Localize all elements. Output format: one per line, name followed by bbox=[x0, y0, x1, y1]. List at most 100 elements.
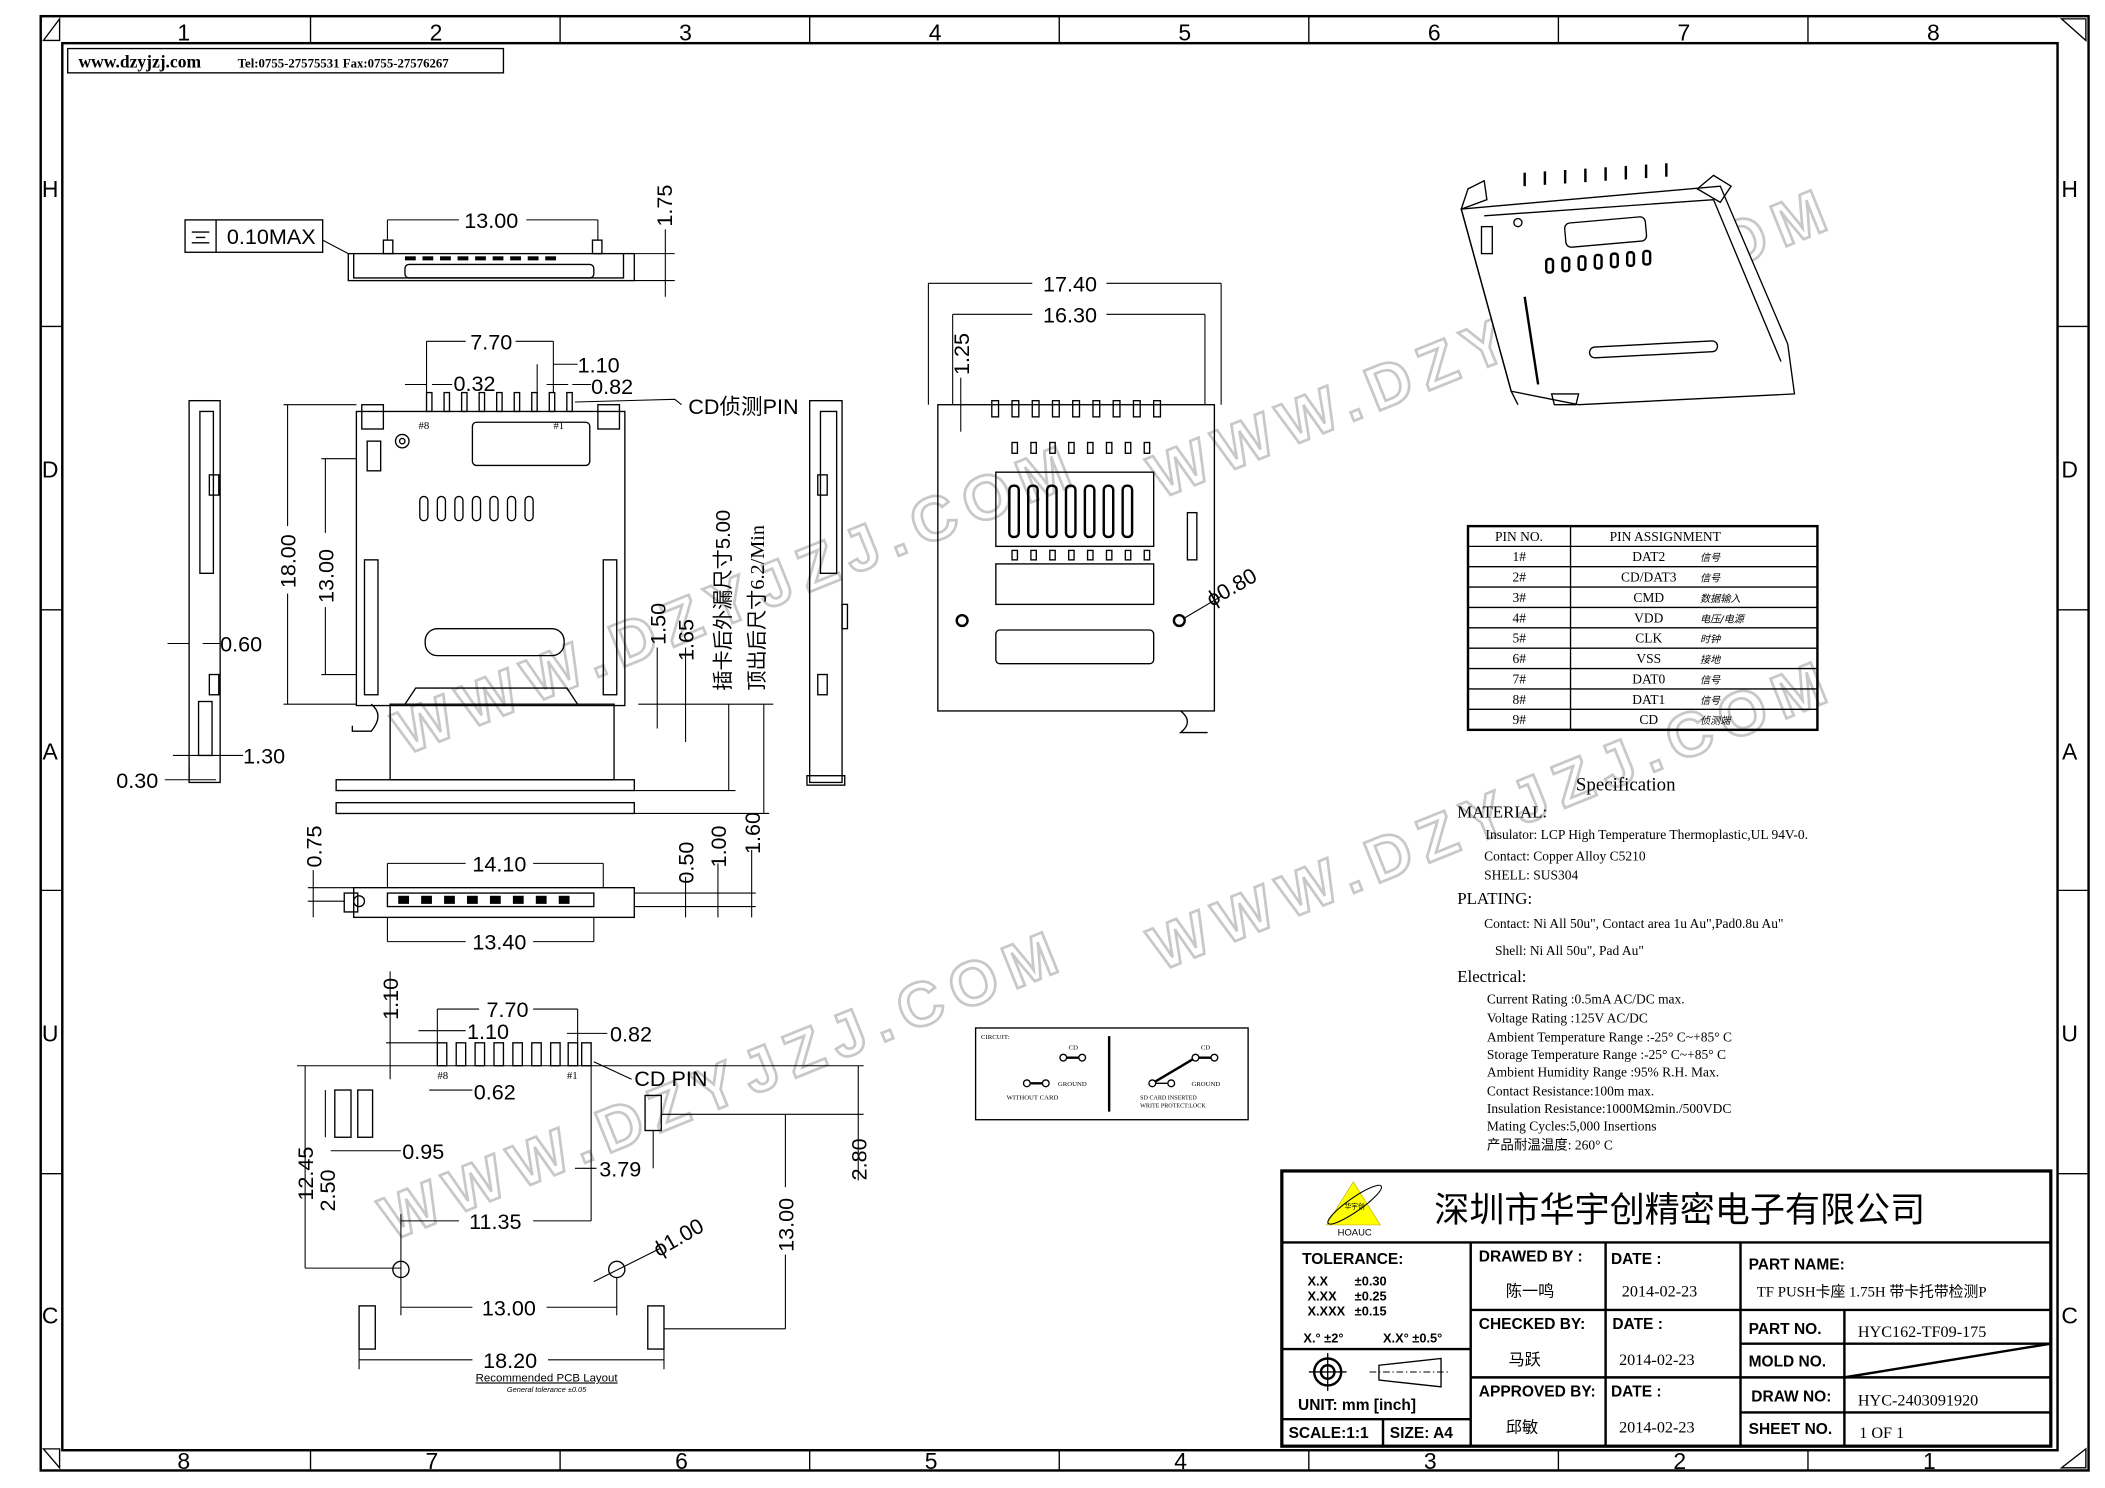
pcb-tolerance-note: General tolerance ±0.05 bbox=[507, 1385, 587, 1394]
pcb-dim-082: 0.82 bbox=[610, 1021, 652, 1046]
website-text: www.dzyjzj.com bbox=[78, 51, 201, 71]
logo-en: HOAUC bbox=[1338, 1228, 1372, 1239]
pin-description: 信号 bbox=[1700, 573, 1721, 585]
eject-note: 顶出后尺寸6.2/Min bbox=[746, 525, 769, 691]
checked-by-label: CHECKED BY: bbox=[1479, 1316, 1586, 1333]
dim-underside-1630: 16.30 bbox=[1043, 302, 1097, 327]
pin-number: 4# bbox=[1513, 610, 1527, 625]
bottom-view: 14.10 13.40 0.75 0.50 1.00 1.60 bbox=[301, 812, 764, 955]
dim-top-width: 13.00 bbox=[464, 208, 518, 233]
circuit-cd-left: CD bbox=[1069, 1045, 1078, 1052]
ruler-left-a: A bbox=[43, 739, 59, 765]
spec-insulator: Insulator: LCP High Temperature Thermopl… bbox=[1486, 827, 1809, 842]
front-view: #8 #1 7.70 0.32 1.10 0.82 CD侦测PIN 18.00 … bbox=[276, 329, 799, 815]
front-pins bbox=[425, 391, 573, 413]
dim-underside-1740: 17.40 bbox=[1043, 271, 1097, 296]
pcb-pin1-label: #1 bbox=[567, 1070, 578, 1082]
logo-cn: 华宇创 bbox=[1345, 1202, 1365, 1211]
ruler-bottom-7: 7 bbox=[426, 1448, 439, 1474]
dim-165: 1.65 bbox=[674, 619, 699, 661]
ruler-bottom-2: 2 bbox=[1673, 1448, 1686, 1474]
sheet-no-label: SHEET NO. bbox=[1749, 1421, 1833, 1438]
contact-text: Tel:0755-27575531 Fax:0755-27576267 bbox=[238, 56, 450, 70]
pcb-dim-110v: 1.10 bbox=[378, 978, 403, 1020]
date-label: DATE : bbox=[1611, 1383, 1662, 1400]
circuit-cd-right: CD bbox=[1201, 1045, 1210, 1052]
tol-angle-2: X.X° ±0.5° bbox=[1383, 1330, 1442, 1345]
dim-underside-hole: ϕ0.80 bbox=[1202, 563, 1261, 612]
tol-key: X.X bbox=[1307, 1274, 1328, 1289]
spec-plating-shell: Shell: Ni All 50u", Pad Au" bbox=[1495, 943, 1644, 958]
dim-bottom-1340: 13.40 bbox=[472, 930, 526, 955]
pin-signal: DAT2 bbox=[1632, 549, 1665, 564]
pin-description: 信号 bbox=[1700, 674, 1721, 686]
right-side-view bbox=[806, 399, 849, 786]
circuit-diagram: CIRCUIT: CD GROUND WITHOUT CARD CD GROUN… bbox=[974, 1027, 1249, 1121]
spec-shell: SHELL: SUS304 bbox=[1484, 868, 1578, 883]
pin-table-header-assignment: PIN ASSIGNMENT bbox=[1610, 529, 1722, 544]
ruler-bottom-5: 5 bbox=[925, 1448, 938, 1474]
underside-body bbox=[937, 404, 1216, 712]
approved-by-label: APPROVED BY: bbox=[1479, 1383, 1596, 1400]
tol-value: ±0.30 bbox=[1355, 1274, 1387, 1289]
pcb-dim-1135: 11.35 bbox=[469, 1209, 521, 1234]
top-view-pins bbox=[404, 256, 557, 261]
spec-electrical-item: Contact Resistance:100m max. bbox=[1487, 1083, 1654, 1098]
spec-electrical-item: Storage Temperature Range :-25° C~+85° C bbox=[1487, 1047, 1726, 1062]
drawed-by-label: DRAWED BY : bbox=[1479, 1248, 1583, 1265]
insert-exposed-note: 插卡后外漏尺寸5.00 bbox=[712, 510, 735, 691]
ruler-right-h: H bbox=[2061, 176, 2078, 202]
pin-signal: CD/DAT3 bbox=[1621, 570, 1677, 585]
tolerance-label: TOLERANCE: bbox=[1302, 1251, 1403, 1268]
dim-pitch-total: 7.70 bbox=[470, 329, 512, 354]
company-logo: 华宇创 HOAUC bbox=[1325, 1181, 1383, 1239]
dim-top-height: 1.75 bbox=[652, 185, 677, 227]
tol-key: X.XX bbox=[1307, 1288, 1337, 1303]
pin-number: 8# bbox=[1513, 692, 1527, 707]
circuit-ground-right: GROUND bbox=[1191, 1081, 1220, 1088]
date-label: DATE : bbox=[1611, 1251, 1662, 1268]
checked-date: 2014-02-23 bbox=[1619, 1352, 1694, 1369]
pin-signal: CD bbox=[1639, 712, 1658, 727]
dim-bottom-075: 0.75 bbox=[301, 825, 326, 867]
circuit-write-protect: WRITE PROTECT:LOCK bbox=[1140, 1104, 1206, 1110]
pin-table-header-no: PIN NO. bbox=[1495, 529, 1543, 544]
pin-signal: CMD bbox=[1633, 590, 1664, 605]
part-name-label: PART NAME: bbox=[1749, 1256, 1845, 1273]
pin-number: 9# bbox=[1513, 712, 1527, 727]
unit-label: UNIT: mm [inch] bbox=[1298, 1397, 1416, 1414]
circuit-without-card: WITHOUT CARD bbox=[1007, 1094, 1059, 1101]
connector-body bbox=[355, 410, 626, 707]
pcb-dim-1245: 12.45 bbox=[293, 1147, 318, 1201]
dim-150: 1.50 bbox=[645, 603, 670, 645]
pin-number: 1# bbox=[1513, 549, 1527, 564]
ruler-left-h: H bbox=[42, 176, 59, 202]
pin-number: 7# bbox=[1513, 671, 1527, 686]
ruler-right-d: D bbox=[2061, 457, 2078, 483]
pin-signal: DAT1 bbox=[1632, 692, 1665, 707]
pin-number: 5# bbox=[1513, 631, 1527, 646]
spec-contact: Contact: Copper Alloy C5210 bbox=[1484, 849, 1646, 864]
mold-no-label: MOLD NO. bbox=[1749, 1354, 1827, 1371]
dim-cd-width: 0.82 bbox=[591, 374, 633, 399]
contact-header: www.dzyjzj.com Tel:0755-27575531 Fax:075… bbox=[67, 47, 505, 74]
dim-underside-125: 1.25 bbox=[949, 333, 974, 375]
tol-angle-1: X.° ±2° bbox=[1303, 1330, 1343, 1345]
pin-signal: CLK bbox=[1635, 631, 1662, 646]
dim-bottom-050: 0.50 bbox=[674, 842, 699, 884]
draw-no-label: DRAW NO: bbox=[1751, 1389, 1831, 1406]
dim-hole-spacing: 13.00 bbox=[313, 549, 338, 603]
ruler-left-c: C bbox=[42, 1302, 59, 1328]
approved-date: 2014-02-23 bbox=[1619, 1420, 1694, 1437]
spec-electrical-item: Voltage Rating :125V AC/DC bbox=[1487, 1011, 1648, 1026]
dim-bottom-1410: 14.10 bbox=[472, 851, 526, 876]
pin-number: 6# bbox=[1513, 651, 1527, 666]
